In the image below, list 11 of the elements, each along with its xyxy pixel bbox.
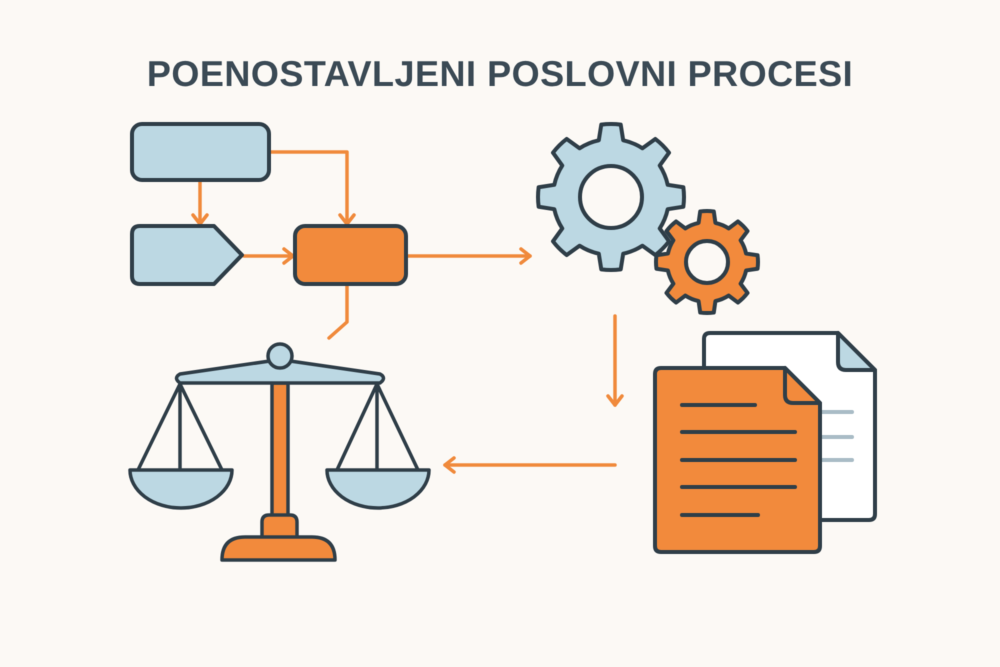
process-box bbox=[293, 224, 408, 286]
pentagon-step bbox=[130, 224, 244, 286]
arrow bbox=[406, 247, 532, 265]
arrow bbox=[242, 247, 295, 265]
process-box bbox=[130, 122, 271, 182]
arrow bbox=[443, 456, 617, 474]
arrow bbox=[269, 150, 356, 226]
title: POENOSTAVLJENI POSLOVNI PROCESI bbox=[146, 52, 854, 96]
connector-line bbox=[327, 284, 349, 340]
arrow bbox=[191, 180, 209, 226]
arrow bbox=[606, 314, 624, 407]
